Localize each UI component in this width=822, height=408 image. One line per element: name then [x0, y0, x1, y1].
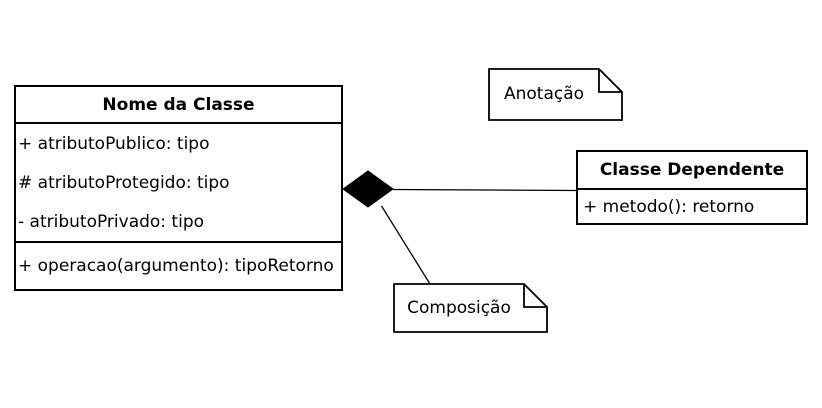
- note-anchor-line: [380, 205, 431, 285]
- composition-association-line: [392, 188, 577, 192]
- class-attribute-protected: # atributoProtegido: tipo: [18, 172, 230, 193]
- folded-corner-icon: [523, 284, 547, 308]
- folded-corner-icon: [598, 69, 622, 93]
- class-title: Classe Dependente: [599, 160, 785, 180]
- class-attributes-section: + atributoPublico: tipo # atributoProteg…: [16, 122, 341, 241]
- class-operations-section: + operacao(argumento): tipoRetorno: [16, 241, 341, 289]
- note-composition-shape: [393, 283, 548, 333]
- class-operations-section: + metodo(): retorno: [578, 188, 806, 223]
- class-attribute-public: + atributoPublico: tipo: [18, 133, 210, 154]
- note-composition-label: Composição: [407, 297, 511, 318]
- class-box-nome-da-classe: Nome da Classe + atributoPublico: tipo #…: [14, 85, 343, 291]
- class-operation: + metodo(): retorno: [583, 196, 755, 217]
- class-attribute-private: - atributoPrivado: tipo: [18, 211, 205, 232]
- class-title: Nome da Classe: [102, 94, 255, 115]
- class-box-classe-dependente: Classe Dependente + metodo(): retorno: [576, 150, 808, 225]
- class-operation: + operacao(argumento): tipoRetorno: [18, 256, 334, 276]
- note-annotation-label: Anotação: [503, 84, 585, 104]
- composition-diamond: [342, 170, 394, 208]
- note-annotation-shape: [488, 68, 623, 121]
